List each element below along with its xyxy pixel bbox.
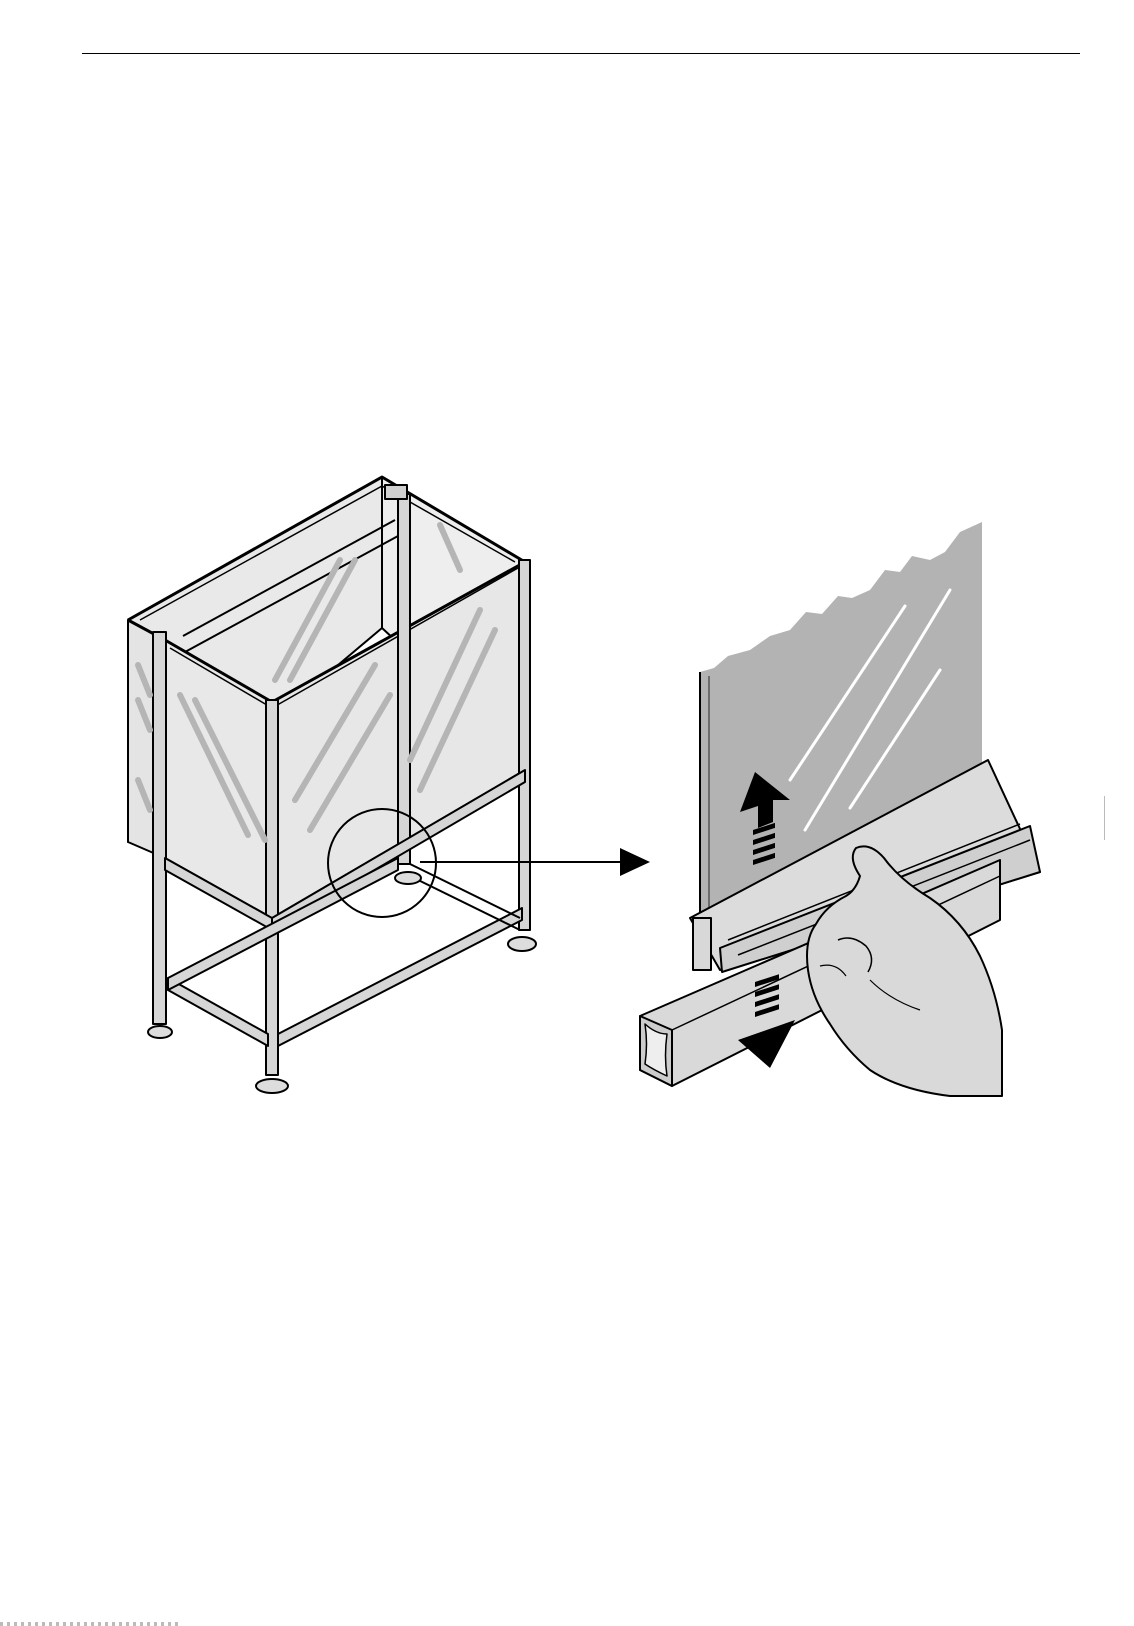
- arrow-right-icon: [420, 848, 650, 876]
- post-front-left: [153, 632, 166, 1024]
- lower-rail-front: [168, 978, 268, 1046]
- post-front-middle: [266, 700, 278, 1075]
- post-right: [519, 560, 530, 930]
- enclosure-on-stand: [128, 477, 536, 1093]
- panel-seated-in-channel-detail: [640, 522, 1040, 1096]
- lower-rail-long: [278, 908, 522, 1046]
- post-back: [398, 494, 410, 864]
- stand-feet: [148, 872, 536, 1093]
